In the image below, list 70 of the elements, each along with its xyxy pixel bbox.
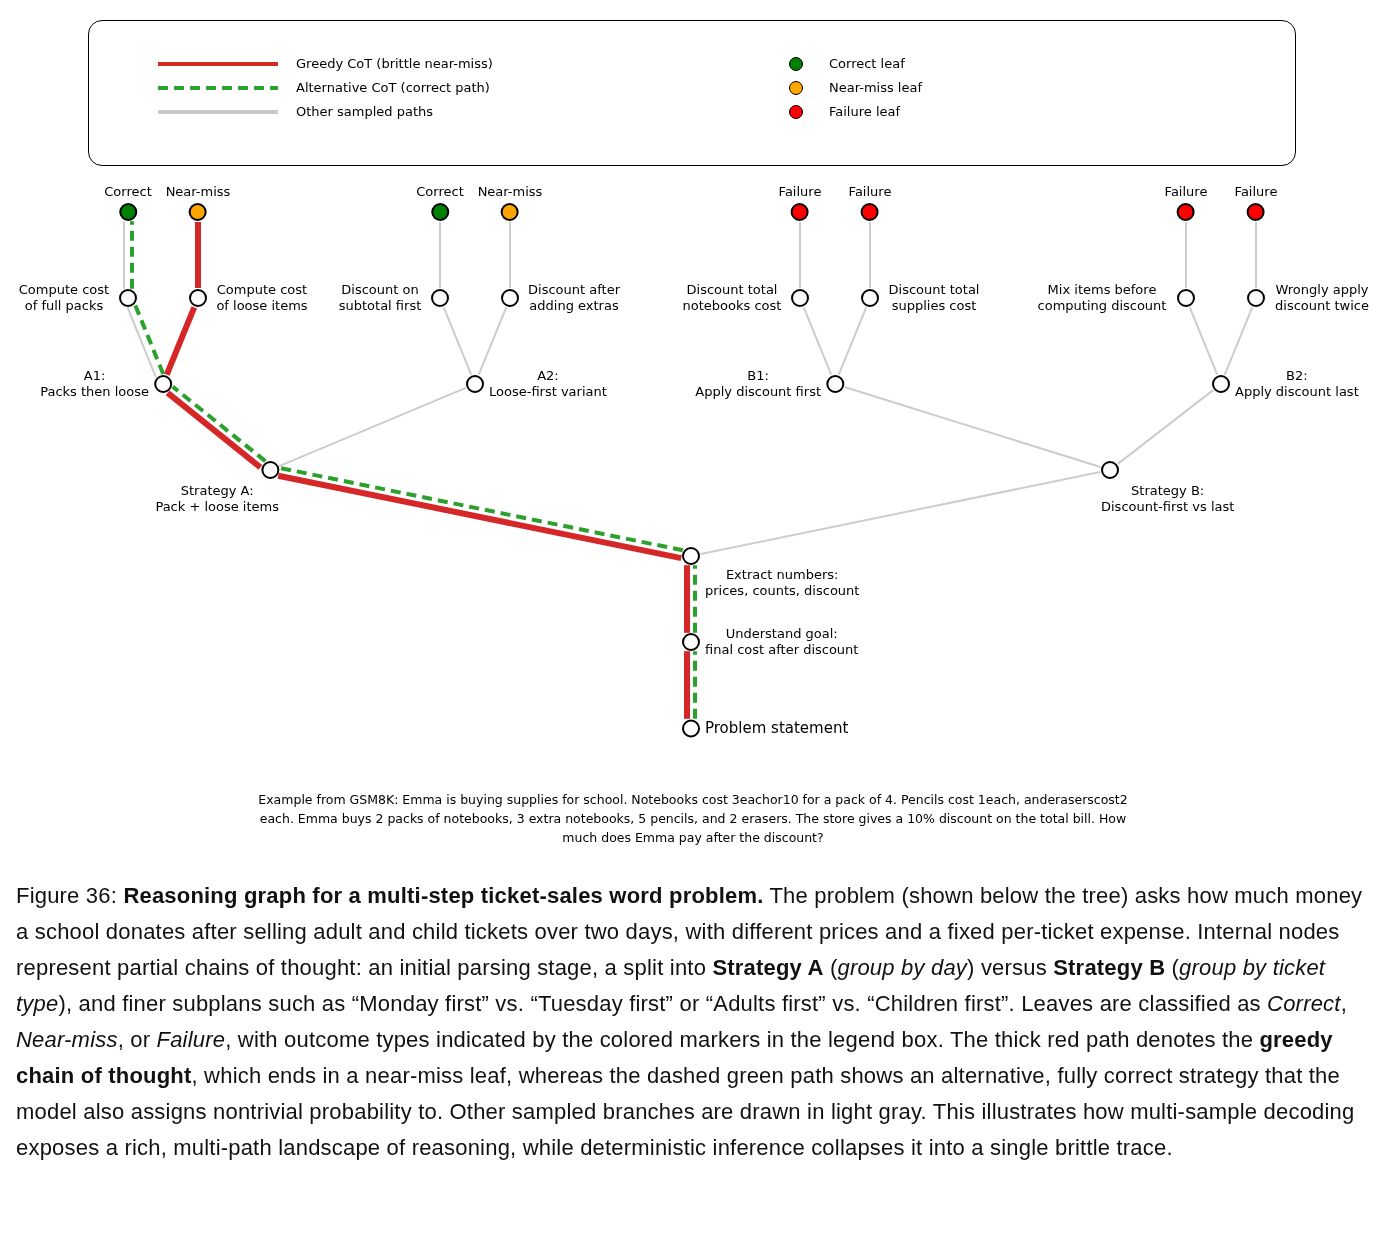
problem-text: Example from GSM8K: Emma is buying supplies for school. Notebooks cost 3eachor10 for a pack of 4. Pencils cost 1each, anderaserscost2 each. Emma buys 2 packs of notebooks, 3 extra notebooks, 5 pencils, and 2 erasers. The store gives a 10% discount on the total bill. How much does Emma pay after the discount? xyxy=(257,791,1129,847)
dashed-branch-line xyxy=(171,385,267,463)
legend-label: Failure leaf xyxy=(829,103,901,122)
thick-branch-line xyxy=(684,651,690,719)
legend-label: Other sampled paths xyxy=(296,103,434,122)
thick-branch-line xyxy=(165,390,263,470)
branch-line xyxy=(699,471,1102,555)
branch-line xyxy=(869,221,871,289)
dashed-branch-line xyxy=(693,651,697,719)
node-label: Apply discount first xyxy=(695,384,821,400)
branch-line xyxy=(123,220,125,290)
node-heading: A1: xyxy=(83,368,106,384)
branch-line xyxy=(837,306,868,376)
legend-label: Correct leaf xyxy=(829,55,905,74)
legend-label: Greedy CoT (brittle near-miss) xyxy=(296,55,493,74)
node-label: Discount total notebooks cost xyxy=(681,282,783,314)
node-heading: Understand goal: xyxy=(725,626,838,642)
node-label: Problem statement xyxy=(705,718,849,738)
branch-line xyxy=(477,306,508,376)
branch-line xyxy=(802,306,833,376)
branch-line xyxy=(126,307,157,378)
branch-line xyxy=(1255,221,1257,289)
dashed-branch-line xyxy=(279,465,684,553)
thick-branch-line xyxy=(684,565,690,633)
node-label: Wrongly apply discount twice xyxy=(1274,282,1370,314)
node-heading: Extract numbers: xyxy=(725,567,839,583)
node-label: Loose-first variant xyxy=(489,384,607,400)
outcome-label: Failure xyxy=(1164,184,1208,200)
figure-caption: Figure 36: Reasoning graph for a multi-step ticket-sales word problem. The problem (shown below the tree) asks how much money a school donates after selling adult and child tickets over two days, with different prices and a fixed per-ticket expense. Internal nodes represent partial chains of thought: an initial parsing stage, a split into Strategy A (group by day) versus Strategy B (group by ticket type), and finer subplans such as “Monday first” vs. “Tuesday first” or “Adults first” vs. “Children first”. Leaves are classified as Correct, Near-miss, or Failure, with outcome types indicated by the colored markers in the legend box. The thick red path denotes the greedy chain of thought, which ends in a near-miss leaf, whereas the dashed green path shows an alternative, fully correct strategy that the model also assigns nontrivial probability to. Other sampled branches are drawn in light gray. This illustrates how multi-sample decoding exposes a rich, multi-path landscape of reasoning, while deterministic inference collapses it into a single brittle trace. xyxy=(16,882,1364,1162)
node-label: Pack + loose items xyxy=(155,499,279,515)
branch-line xyxy=(843,386,1102,468)
branch-line xyxy=(1188,306,1219,376)
node-heading: Strategy B: xyxy=(1131,483,1205,499)
legend-label: Alternative CoT (correct path) xyxy=(296,79,490,98)
outcome-label: Near-miss xyxy=(477,184,543,200)
branch-line xyxy=(278,386,467,468)
branch-line xyxy=(1185,221,1187,289)
branch-line xyxy=(439,221,441,289)
dashed-branch-line xyxy=(693,565,697,633)
thick-branch-line xyxy=(277,472,682,562)
outcome-label: Correct xyxy=(416,184,464,200)
node-heading: A2: xyxy=(537,368,559,384)
outcome-label: Correct xyxy=(104,184,152,200)
legend-label: Near-miss leaf xyxy=(829,79,922,98)
node-label: Packs then loose xyxy=(40,384,149,400)
branch-line xyxy=(442,306,473,376)
node-label: Discount-first vs last xyxy=(1101,499,1235,515)
node-label: Apply discount last xyxy=(1235,384,1359,400)
branch-line xyxy=(509,221,511,289)
thick-branch-line xyxy=(195,222,201,288)
outcome-label: Failure xyxy=(848,184,892,200)
node-label: Discount on subtotal first xyxy=(337,282,423,314)
node-label: Discount total supplies cost xyxy=(887,282,981,314)
node-label: prices, counts, discount xyxy=(705,583,860,599)
outcome-label: Near-miss xyxy=(165,184,231,200)
node-heading: Strategy A: xyxy=(180,483,254,499)
node-label: Mix items before computing discount xyxy=(1036,282,1168,314)
thick-branch-line xyxy=(164,306,197,376)
node-label: final cost after discount xyxy=(705,642,859,658)
node-label: Compute cost of full packs xyxy=(17,282,111,314)
outcome-label: Failure xyxy=(1234,184,1278,200)
dashed-branch-line xyxy=(130,221,134,289)
branch-line xyxy=(1223,306,1254,376)
node-label: Discount after adding extras xyxy=(527,282,621,314)
dashed-branch-line xyxy=(133,304,166,375)
node-heading: B2: xyxy=(1286,368,1308,384)
branch-line xyxy=(799,221,801,289)
node-heading: B1: xyxy=(747,368,769,384)
node-label: Compute cost of loose items xyxy=(215,282,309,314)
outcome-label: Failure xyxy=(778,184,822,200)
